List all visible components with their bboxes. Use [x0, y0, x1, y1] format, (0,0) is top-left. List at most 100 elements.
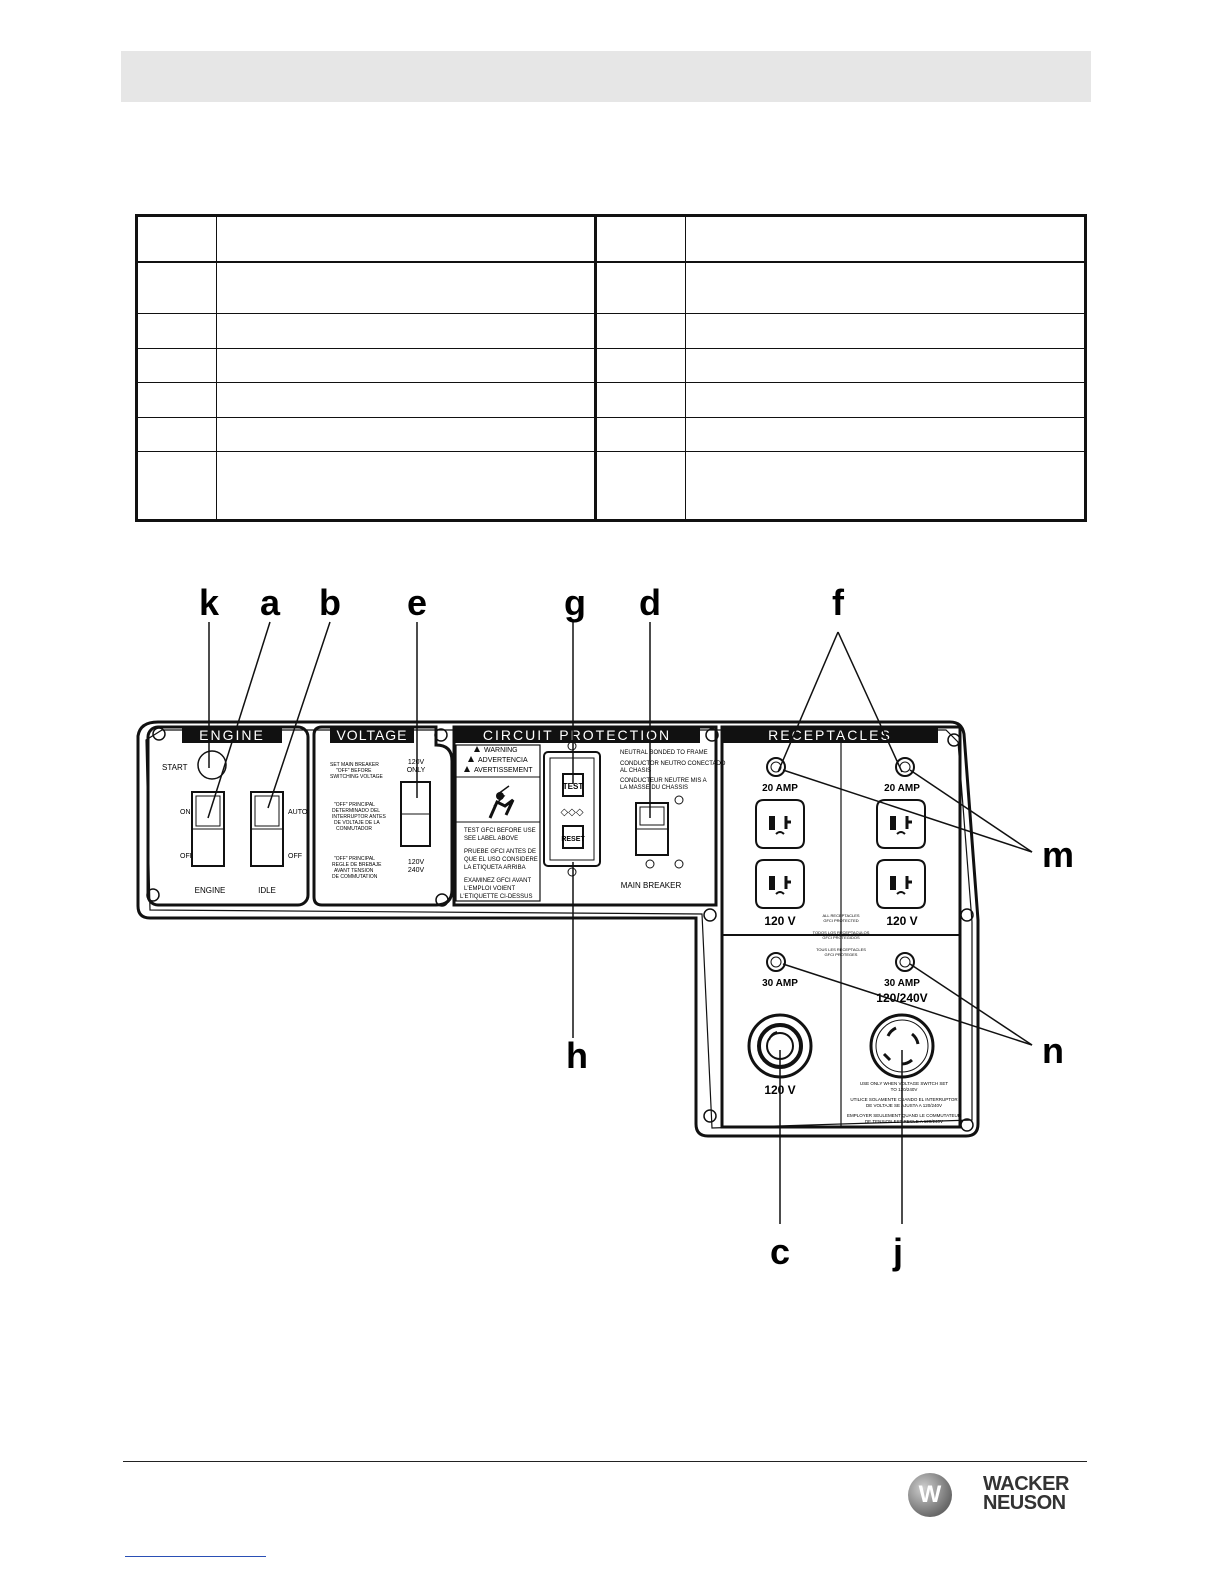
- callout-leader-lines: [207, 621, 1033, 1224]
- legend-header-description: [216, 215, 597, 263]
- note-line: DE VOLTAJE SE AJUSTA A 120/240V: [866, 1103, 942, 1108]
- warning-text: WARNING: [484, 747, 518, 754]
- legend-header-row: [136, 215, 1086, 263]
- auto-label: AUTO: [288, 809, 308, 816]
- duplex-outlet[interactable]: [876, 799, 926, 849]
- engine-switch[interactable]: [191, 791, 225, 867]
- engine-title: ENGINE: [199, 727, 265, 743]
- table-row: [136, 261, 1086, 315]
- voltage-selector-switch[interactable]: [400, 781, 431, 847]
- table-cell: [595, 261, 686, 315]
- table-cell: [685, 451, 1086, 521]
- table-cell: [685, 416, 1086, 453]
- brand-line: WACKER: [983, 1473, 1069, 1495]
- warning-triangle-icon: [464, 746, 480, 772]
- amp-rating-label: 20 AMP: [762, 783, 798, 794]
- instruction-line: "OFF" BEFORE: [336, 768, 372, 774]
- instruction-line: L'EMPLOI VOIENT: [464, 886, 515, 892]
- voltage-rating-label: 120/240V: [876, 991, 927, 1005]
- circuit-breaker-button-tr[interactable]: [895, 757, 915, 777]
- voltage-top-label: 120V: [408, 759, 425, 766]
- note-line: EMPLOYER SEULEMENT QUAND LE COMMUTATEUR: [847, 1113, 962, 1118]
- on-label: ON: [180, 809, 191, 816]
- instruction-line: "OFF" PRINCIPAL: [334, 802, 375, 808]
- duplex-outlet[interactable]: [755, 799, 805, 849]
- callout-j: j: [892, 1231, 903, 1272]
- gfci-status-dots: ◇◇◇: [560, 807, 583, 818]
- callout-n: n: [1042, 1030, 1064, 1071]
- note-line: NEUTRAL BONDED TO FRAME: [620, 750, 708, 756]
- instruction-line: SWITCHING VOLTAGE: [330, 774, 384, 780]
- table-cell: [136, 261, 217, 315]
- reset-button[interactable]: RESET: [561, 825, 585, 849]
- table-cell: [136, 382, 217, 418]
- voltage-top-label: ONLY: [407, 767, 426, 774]
- table-cell: [136, 313, 217, 349]
- callout-e: e: [407, 582, 427, 623]
- note-line: GFCI PROTEGES: [825, 952, 858, 957]
- amp-rating-label: 30 AMP: [762, 978, 798, 989]
- instruction-line: DE COMMUTATION: [332, 874, 378, 880]
- note-line: LA MASSE DU CHASSIS: [620, 785, 688, 791]
- instruction-line: EXAMINEZ GFCI AVANT: [464, 878, 531, 884]
- note-line: TOUS LES RECEPTACLES: [816, 947, 866, 952]
- table-row: [136, 382, 1086, 418]
- note-line: CONDUCTEUR NEUTRE MIS A: [620, 778, 707, 784]
- bottom-link-underline[interactable]: [125, 1556, 266, 1557]
- test-button-label: TEST: [563, 782, 584, 791]
- off-label: OFF: [288, 853, 302, 860]
- reset-button-label: RESET: [561, 836, 585, 843]
- warning-text: ADVERTENCIA: [478, 757, 528, 764]
- brand-line: NEUSON: [983, 1492, 1066, 1514]
- voltage-rating-label: 120 V: [886, 914, 917, 928]
- voltage-section: VOLTAGE SET MAIN BREAKER "OFF" BEFORE SW…: [312, 725, 454, 907]
- table-cell: [595, 313, 686, 349]
- table-cell: [595, 416, 686, 453]
- logo-letter: W: [918, 1481, 942, 1508]
- circuit-breaker-button-bl[interactable]: [766, 952, 786, 972]
- table-row: [136, 451, 1086, 521]
- table-cell: [136, 451, 217, 521]
- gfci-module: ◇◇◇: [543, 741, 601, 877]
- duplex-outlet[interactable]: [876, 859, 926, 909]
- receptacles-title: RECEPTACLES: [768, 727, 892, 743]
- note-line: TO 120/240V: [891, 1087, 918, 1092]
- duplex-outlet[interactable]: [755, 859, 805, 909]
- instruction-line: DETERMINADO DEL: [332, 808, 380, 814]
- idle-switch[interactable]: [250, 791, 284, 867]
- voltage-rating-label: 120 V: [764, 914, 795, 928]
- callout-c: c: [770, 1231, 790, 1272]
- circuit-protection-section: CIRCUIT PROTECTION WARNING ADVERTENCIA A…: [452, 725, 726, 907]
- engine-section: ENGINE START ON OFF AUTO OFF ENGINE IDLE: [146, 725, 310, 907]
- instruction-line: SET MAIN BREAKER: [330, 762, 379, 768]
- main-breaker-switch[interactable]: [635, 802, 669, 856]
- note-line: DE TENSION EST REGLE A 120/240V: [865, 1119, 943, 1124]
- twist-lock-outlet-120-240v[interactable]: [869, 1013, 935, 1079]
- circuit-breaker-button-br[interactable]: [895, 952, 915, 972]
- instruction-line: LA ETIQUETA ARRIBA: [464, 865, 526, 871]
- wacker-neuson-logo-icon: [908, 1473, 952, 1517]
- table-cell: [136, 347, 217, 384]
- brand-wordmark: WACKER NEUSON: [983, 1473, 1089, 1514]
- voltage-title: VOLTAGE: [336, 727, 407, 743]
- table-row: [136, 313, 1086, 349]
- note-line: TODOS LOS RECEPTACULOS: [813, 930, 870, 935]
- note-line: GFCI PROTEGIDOS: [822, 935, 860, 940]
- table-cell: [216, 313, 597, 349]
- voltage-bottom-label: 120V: [408, 859, 425, 866]
- instruction-line: SEE LABEL ABOVE: [464, 836, 518, 842]
- callout-d: d: [639, 582, 661, 623]
- table-cell: [685, 347, 1086, 384]
- instruction-line: L'ETIQUETTE CI-DESSUS: [460, 894, 533, 900]
- twist-lock-outlet-120v[interactable]: [747, 1013, 813, 1079]
- gfci-protection-note: ALL RECEPTACLES GFCI PROTECTED TODOS LOS…: [813, 913, 870, 957]
- instruction-line: DE VOLTAJE DE LA: [334, 820, 380, 826]
- amp-rating-label: 30 AMP: [884, 978, 920, 989]
- start-label: START: [162, 763, 188, 772]
- table-cell: [595, 451, 686, 521]
- instruction-line: CONMUTADOR: [336, 826, 372, 832]
- note-line: USE ONLY WHEN VOLTAGE SWITCH SET: [860, 1081, 948, 1086]
- circuit-breaker-button-tl[interactable]: [766, 757, 786, 777]
- engine-switch-label: ENGINE: [195, 886, 226, 895]
- footer-divider: [123, 1461, 1087, 1462]
